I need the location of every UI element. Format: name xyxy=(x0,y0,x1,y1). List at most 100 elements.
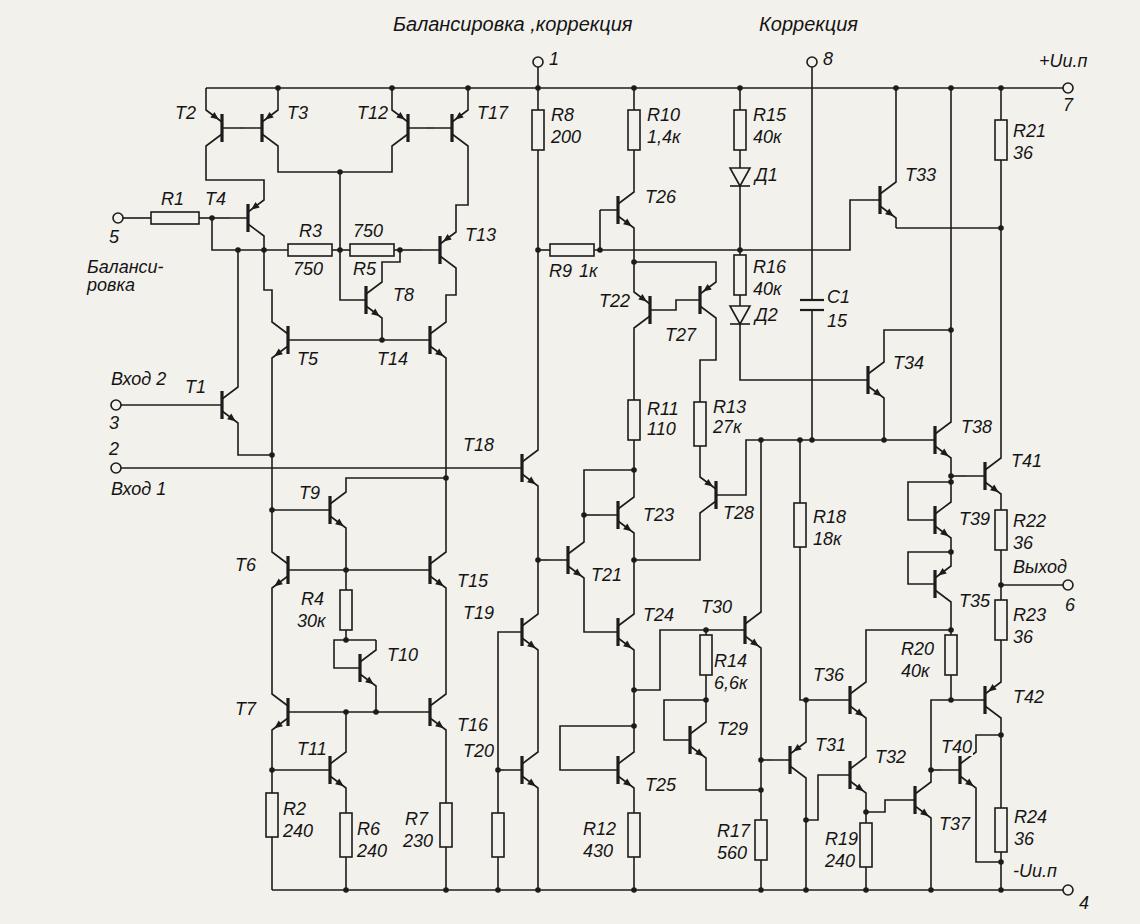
wire xyxy=(345,538,347,590)
part-label: T9 xyxy=(298,484,321,502)
part-label: Балансировка ,коррекция xyxy=(392,14,633,34)
junction-dot xyxy=(948,473,954,479)
wire xyxy=(306,711,412,713)
part-label: R15 xyxy=(752,106,787,124)
resistor-symbol xyxy=(266,793,278,837)
part-label: 8 xyxy=(822,50,834,68)
diode-symbol xyxy=(730,306,750,324)
resistor-symbol xyxy=(288,244,332,256)
wire xyxy=(633,338,635,400)
part-label: +Uи.п xyxy=(1038,52,1088,70)
capacitor-symbol xyxy=(800,300,824,310)
part-label: R14 xyxy=(713,652,748,670)
resistor-symbol xyxy=(550,244,594,256)
part-label: T24 xyxy=(642,606,675,624)
wire xyxy=(240,127,244,129)
part-label: Вход 1 xyxy=(110,480,167,498)
part-label: T2 xyxy=(174,104,197,122)
resistor-symbol xyxy=(628,110,640,150)
part-label: R11 xyxy=(646,400,680,418)
part-label: 3 xyxy=(108,414,120,432)
wire xyxy=(445,368,447,542)
wire xyxy=(537,250,539,440)
part-label: T39 xyxy=(958,510,991,528)
part-label: R1 xyxy=(160,190,185,208)
wire xyxy=(633,543,635,604)
wire xyxy=(865,728,867,747)
part-label: 240 xyxy=(282,822,314,840)
wire xyxy=(633,150,635,182)
part-label: Вход 2 xyxy=(110,370,167,388)
transistor-symbol xyxy=(672,712,706,768)
junction-dot xyxy=(737,85,743,91)
transistor-symbol xyxy=(917,556,951,612)
wire xyxy=(599,210,601,250)
junction-dot xyxy=(535,887,541,893)
diode-symbol xyxy=(730,168,750,186)
wire xyxy=(930,828,932,890)
part-label: T4 xyxy=(204,190,227,208)
wire xyxy=(740,324,850,380)
part-label: T7 xyxy=(234,700,257,718)
wire xyxy=(537,660,539,742)
resistor-symbol xyxy=(734,255,746,295)
wire xyxy=(584,588,600,632)
junction-dot xyxy=(998,225,1004,231)
wire xyxy=(1000,728,1002,808)
transistor-symbol xyxy=(504,742,538,798)
junction-dot xyxy=(397,247,403,253)
transistor-symbol xyxy=(422,222,456,278)
transistor-symbol xyxy=(917,412,951,468)
part-label: 240 xyxy=(356,842,388,860)
wire xyxy=(739,295,741,306)
junction-dot xyxy=(343,887,349,893)
wire xyxy=(811,67,813,300)
part-label: T13 xyxy=(464,226,497,244)
wire xyxy=(271,598,273,684)
part-label: T29 xyxy=(716,720,749,738)
wire xyxy=(271,837,273,890)
part-label: 18к xyxy=(812,530,843,548)
wire xyxy=(634,523,700,560)
part-label: R6 xyxy=(356,820,381,838)
part-label: 40к xyxy=(752,280,783,298)
wire xyxy=(238,433,272,455)
resistor-symbol xyxy=(440,803,452,847)
wire xyxy=(456,156,468,222)
wire xyxy=(272,769,312,771)
junction-dot xyxy=(269,507,275,513)
junction-dot xyxy=(758,887,764,893)
junction-dot xyxy=(379,337,385,343)
junction-dot xyxy=(998,582,1004,588)
resistor-symbol xyxy=(945,635,957,675)
wire xyxy=(633,660,635,742)
part-label: T3 xyxy=(286,104,309,122)
transistor-symbol xyxy=(204,100,1001,828)
junction-dot xyxy=(209,85,1004,893)
junction-dot xyxy=(703,697,709,703)
transistor-symbol xyxy=(967,448,1001,504)
transistor-symbol xyxy=(634,282,668,338)
part-label: T42 xyxy=(1012,688,1045,706)
part-label: 36 xyxy=(1012,628,1034,646)
wire xyxy=(633,798,635,813)
junction-dot xyxy=(389,85,395,91)
part-label: T18 xyxy=(462,436,495,454)
junction-dot xyxy=(881,437,887,443)
part-label: T16 xyxy=(456,716,489,734)
part-label: 1,4к xyxy=(646,128,682,146)
junction-dot xyxy=(631,887,637,893)
resistor-symbol xyxy=(628,813,640,857)
wire xyxy=(706,768,761,790)
junction-dot xyxy=(803,697,809,703)
transistor-symbol xyxy=(550,532,584,588)
wire xyxy=(700,328,716,402)
transistor-symbol xyxy=(412,312,446,368)
wire xyxy=(272,509,312,511)
wire xyxy=(951,675,967,700)
transistor-symbol xyxy=(600,182,634,238)
wire xyxy=(739,150,741,168)
part-label: T27 xyxy=(664,326,697,344)
part-label: T37 xyxy=(938,815,971,833)
part-label: 750 xyxy=(292,260,324,278)
